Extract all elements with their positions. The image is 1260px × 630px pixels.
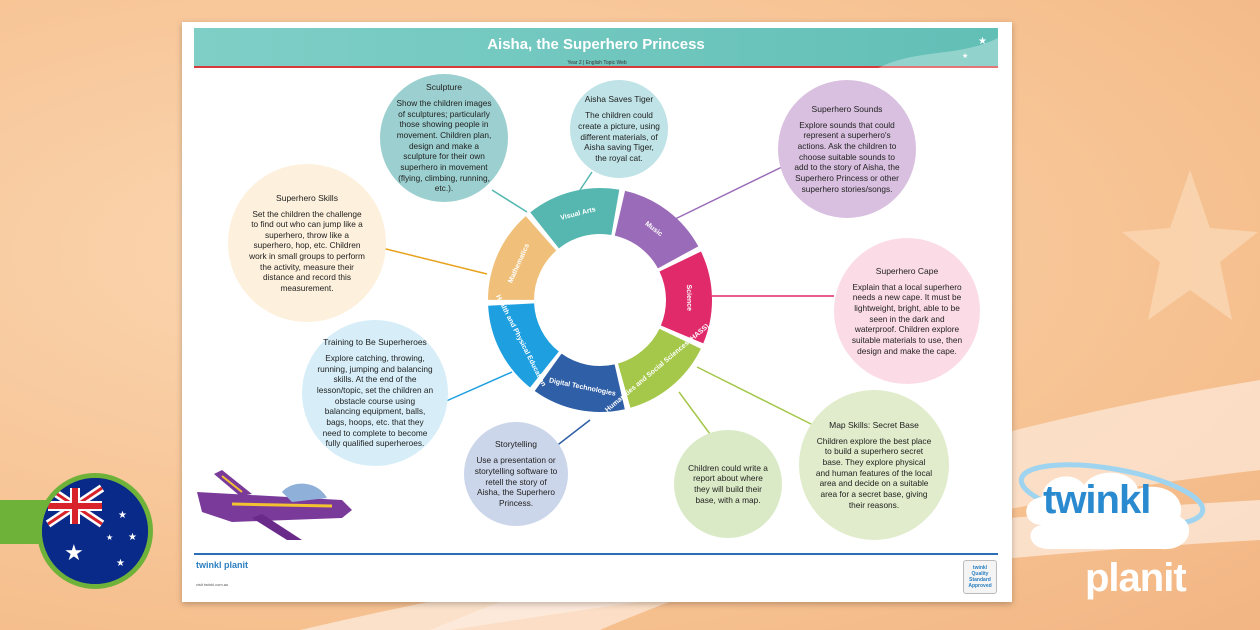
svg-text:★: ★	[118, 510, 127, 521]
wheel-segment-label: Science	[685, 284, 693, 311]
bubble-body: Children explore the best place to build…	[815, 435, 933, 510]
poster-title: Aisha, the Superhero Princess	[487, 36, 705, 53]
bubble-title: Sculpture	[426, 82, 462, 93]
wheel-segment	[617, 328, 701, 408]
bubble-report: Children could write a report about wher…	[674, 430, 782, 538]
bubble-title: Superhero Skills	[276, 192, 338, 203]
svg-text:★: ★	[106, 533, 113, 542]
australia-flag-icon: ★ ★ ★ ★ ★	[37, 473, 153, 589]
svg-text:★: ★	[64, 541, 84, 566]
bubble-title: Storytelling	[494, 439, 538, 450]
connector-lines	[381, 165, 834, 455]
svg-text:★: ★	[116, 558, 125, 569]
footer-url: visit twinkl.com.au	[196, 582, 229, 587]
bubble-body: Set the children the challenge to find o…	[249, 208, 365, 293]
wheel-segment	[488, 216, 557, 300]
bubble-title: Training to Be Superheroes	[323, 337, 427, 348]
bubble-body: Explain that a local superhero needs a n…	[851, 281, 963, 356]
svg-text:★: ★	[978, 36, 987, 47]
bubble-superhero-cape: Superhero Cape Explain that a local supe…	[834, 238, 980, 384]
star-icon	[1122, 170, 1258, 320]
quality-badge: twinkl Quality Standard Approved	[963, 560, 997, 594]
footer-logo: twinkl planit	[196, 560, 249, 570]
poster-subtitle: Year 2 | English Topic Web	[567, 60, 627, 66]
bubble-map-skills: Map Skills: Secret Base Children explore…	[799, 390, 949, 540]
bubble-body: Use a presentation or storytelling softw…	[474, 455, 558, 508]
superhero-jet-illustration	[197, 470, 352, 540]
bubble-title: Superhero Cape	[875, 265, 939, 276]
bubble-sculpture: Sculpture Show the children images of sc…	[380, 74, 508, 202]
planit-logo-text: planit	[1085, 556, 1187, 600]
bubble-body: Explore catching, throwing, running, jum…	[316, 353, 434, 449]
topic-web-poster: Aisha, the Superhero Princess ★ ★ Year 2…	[182, 22, 1012, 602]
svg-text:★: ★	[962, 52, 968, 60]
bubble-body: Show the children images of sculptures; …	[396, 98, 492, 194]
twinkl-cloud-logo	[1018, 462, 1206, 550]
twinkl-logo-text: twinkl	[1043, 478, 1151, 522]
bubble-training: Training to Be Superheroes Explore catch…	[302, 320, 448, 466]
bubble-body: The children could create a picture, usi…	[578, 110, 660, 163]
bubble-title: Map Skills: Secret Base	[829, 419, 919, 430]
wheel-segment	[534, 353, 625, 412]
bubble-storytelling: Storytelling Use a presentation or story…	[464, 422, 568, 526]
bubble-superhero-sounds: Superhero Sounds Explore sounds that cou…	[778, 80, 916, 218]
wheel-segment	[488, 303, 559, 388]
title-wave-decoration: ★ ★	[878, 36, 998, 68]
bubble-title: Superhero Sounds	[811, 103, 883, 114]
wheel-segment	[659, 251, 712, 344]
svg-text:★: ★	[128, 532, 137, 543]
footer-divider	[194, 553, 998, 555]
wheel-segment	[614, 190, 699, 269]
bubble-title: Aisha Saves Tiger	[584, 94, 654, 105]
bubble-body: Children could write a report about wher…	[688, 462, 768, 505]
bubble-aisha-saves-tiger: Aisha Saves Tiger The children could cre…	[570, 80, 668, 178]
bubble-superhero-skills: Superhero Skills Set the children the ch…	[228, 164, 386, 322]
title-bar: Aisha, the Superhero Princess ★ ★	[194, 28, 998, 68]
bubble-body: Explore sounds that could represent a su…	[794, 119, 900, 194]
wheel-segment	[530, 188, 620, 249]
